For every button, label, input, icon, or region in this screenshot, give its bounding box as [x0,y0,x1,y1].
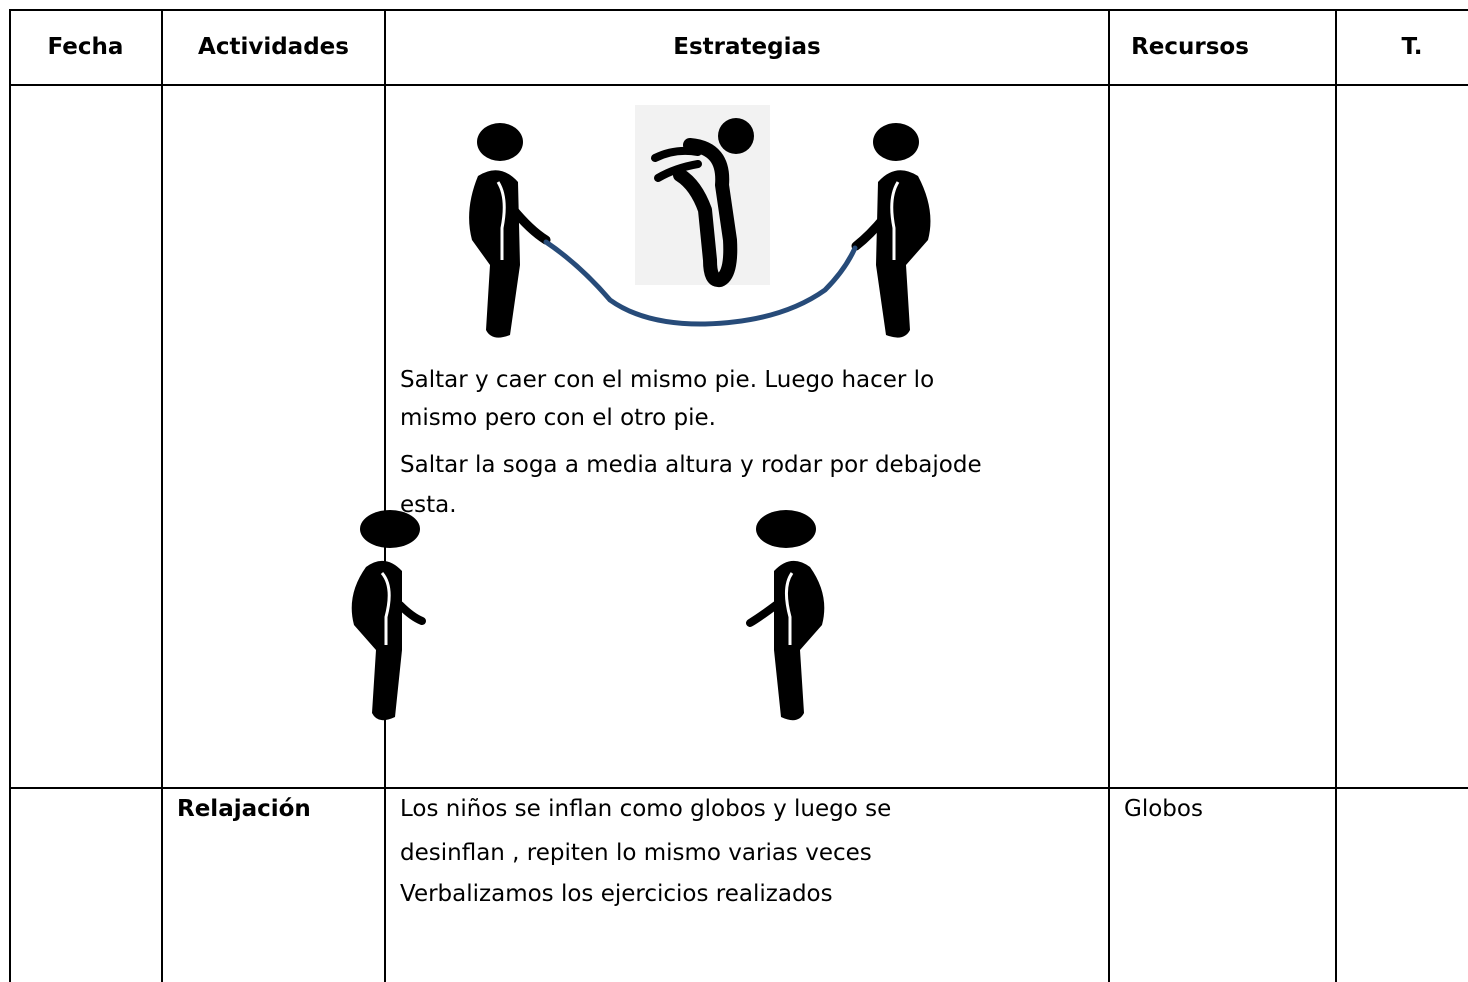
row1-strategy-line1: Saltar y caer con el mismo pie. Luego ha… [400,367,935,393]
lower-figures-illustration [351,510,825,721]
left-rope-holder-figure [469,123,551,338]
column-divider-recursos [1335,9,1337,982]
column-divider-estrategias [1108,9,1110,982]
row2-activity: Relajación [177,796,311,822]
header-actividades: Actividades [198,34,349,60]
header-recursos: Recursos [1131,34,1249,60]
lower-left-figure [351,510,426,721]
row1-strategy-line2: mismo pero con el otro pie. [400,405,716,431]
jump-rope [543,239,858,327]
column-divider-actividades [384,9,386,982]
right-rope-holder-figure [851,123,931,338]
row2-strategy-line2: desinflan , repiten lo mismo varias vece… [400,840,872,866]
row1-bottom-border [10,787,1468,789]
header-t: T. [1401,34,1423,60]
row2-strategy-line3: Verbalizamos los ejercicios realizados [400,881,833,907]
header-fecha: Fecha [47,34,124,60]
header-bottom-border [10,84,1468,86]
row1-strategy-line4: esta. [400,492,457,518]
row2-strategy-line1: Los niños se inflan como globos y luego … [400,796,892,822]
table-left-border [9,9,11,982]
row2-resources: Globos [1124,796,1203,822]
jumping-child-figure [635,105,770,288]
row1-strategy-line3: Saltar la soga a media altura y rodar po… [400,452,982,478]
table-top-border [10,9,1468,11]
column-divider-fecha [161,9,163,982]
rope-jump-illustration [469,105,931,338]
header-estrategias: Estrategias [673,34,821,60]
lower-right-figure [746,510,825,721]
